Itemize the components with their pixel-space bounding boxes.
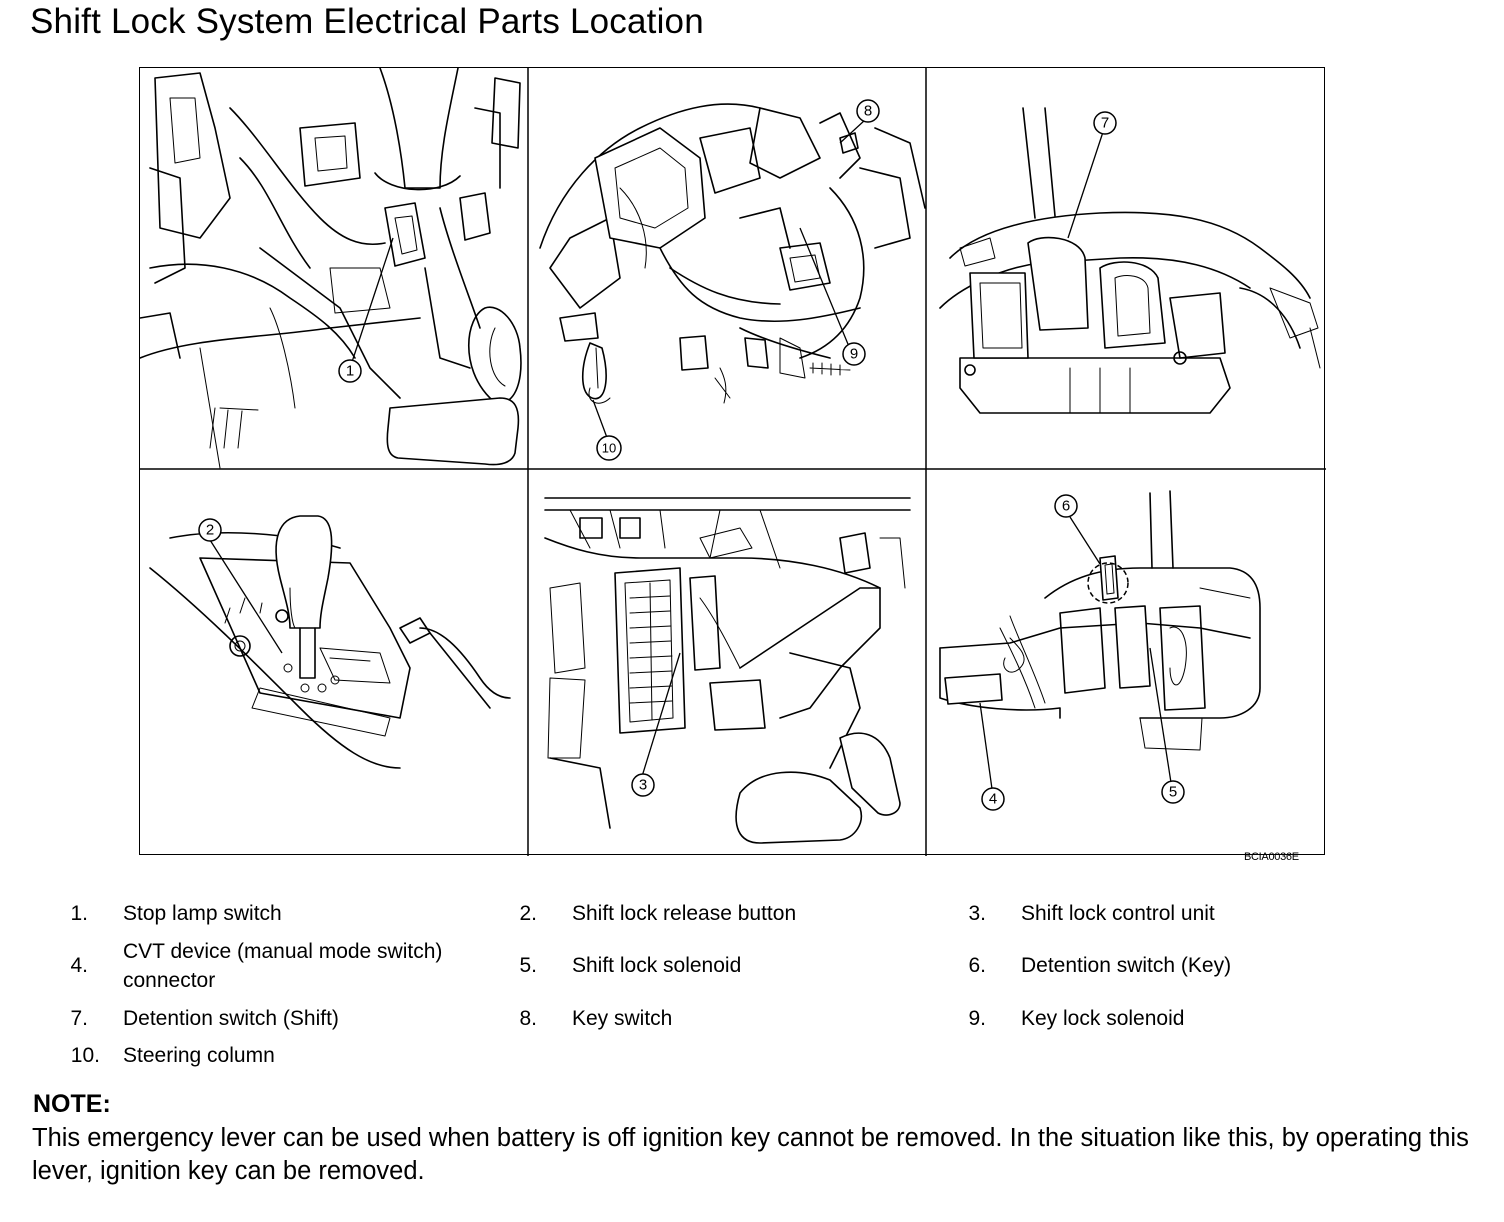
stop-lamp-switch-view (140, 68, 522, 469)
legend-number: 4. (70, 954, 88, 977)
legend-label: CVT device (manual mode switch) connecto… (123, 940, 443, 992)
svg-text:1: 1 (346, 363, 354, 380)
svg-text:8: 8 (864, 103, 872, 120)
callout-6: 6 (1054, 494, 1078, 518)
legend-number: 9. (968, 1007, 986, 1030)
note-text: This emergency lever can be used when ba… (32, 1124, 1469, 1185)
legend-label: Detention switch (Shift) (123, 1007, 339, 1030)
legend-number: 10. (70, 1044, 100, 1067)
legend-number: 6. (968, 954, 986, 977)
shift-selector-view (149, 515, 511, 769)
legend-label: Shift lock control unit (1021, 902, 1215, 925)
legend-label: Stop lamp switch (123, 902, 282, 925)
note-heading: NOTE: (33, 1090, 111, 1118)
svg-text:10: 10 (602, 441, 616, 456)
legend-number: 7. (70, 1007, 88, 1030)
parts-location-figure: 1 2 3 4 5 6 7 8 9 10 (139, 67, 1326, 856)
page-title: Shift Lock System Electrical Parts Locat… (30, 2, 704, 41)
legend-label: Shift lock solenoid (572, 954, 742, 977)
legend-label: Steering column (123, 1044, 275, 1067)
callout-4: 4 (981, 787, 1005, 811)
svg-text:7: 7 (1101, 115, 1109, 132)
legend-label: Detention switch (Key) (1021, 954, 1232, 977)
control-unit-view (544, 497, 911, 844)
svg-text:6: 6 (1062, 498, 1070, 515)
callout-8: 8 (856, 99, 880, 123)
callout-3: 3 (631, 773, 655, 797)
svg-text:9: 9 (850, 346, 858, 363)
legend-number: 8. (519, 1007, 537, 1030)
legend-number: 3. (968, 902, 986, 925)
callout-2: 2 (198, 518, 222, 542)
key-switch-view (539, 103, 926, 404)
callout-5: 5 (1161, 780, 1185, 804)
svg-text:3: 3 (639, 777, 647, 794)
svg-text:4: 4 (989, 791, 997, 808)
figure-code: BCIA0036E (1244, 851, 1299, 863)
callout-10: 10 (596, 435, 622, 461)
callout-9: 9 (842, 342, 866, 366)
legend-number: 1. (70, 902, 88, 925)
legend-number: 5. (519, 954, 537, 977)
svg-text:2: 2 (206, 522, 214, 539)
legend-label: Key switch (572, 1007, 673, 1030)
legend-number: 2. (519, 902, 537, 925)
solenoid-view (939, 490, 1261, 751)
svg-text:5: 5 (1169, 784, 1177, 801)
parts-diagram: 1 2 3 4 5 6 7 8 9 10 (140, 68, 1326, 856)
detention-switch-view (939, 107, 1321, 414)
legend-label: Key lock solenoid (1021, 1007, 1185, 1030)
legend-label: Shift lock release button (572, 902, 797, 925)
callout-1: 1 (338, 359, 362, 383)
callout-7: 7 (1093, 111, 1117, 135)
